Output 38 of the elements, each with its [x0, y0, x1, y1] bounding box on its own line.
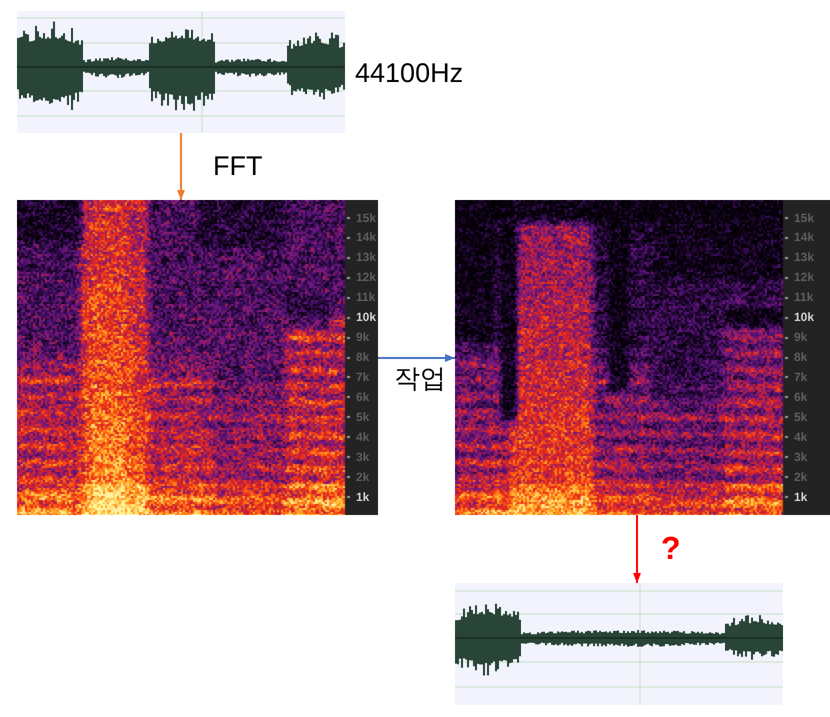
- axis-tick-label: 14k: [794, 231, 814, 244]
- axis-tick-label: 6k: [356, 390, 370, 403]
- axis-tick-label: 11k: [794, 291, 814, 304]
- axis-tick-label: 15k: [356, 212, 376, 224]
- axis-tick-label: 15k: [794, 212, 814, 224]
- spectrogram: [17, 200, 378, 515]
- node-caption: 44100Hz: [355, 60, 464, 87]
- axis-tick-label: 4k: [356, 430, 370, 443]
- axis-tick-label: 14k: [356, 231, 376, 244]
- axis-tick-label: 8k: [356, 351, 370, 363]
- axis-tick-label: 10k: [794, 311, 814, 324]
- axis-tick-label: 3k: [356, 450, 370, 463]
- axis-tick-label: 2k: [794, 470, 808, 483]
- axis-tick-label: 1k: [794, 490, 808, 502]
- axis-tick-label: 12k: [794, 271, 814, 284]
- arrow: [378, 354, 455, 362]
- axis-tick-label: 3k: [794, 450, 808, 463]
- axis-tick-label: 5k: [794, 410, 808, 423]
- axis-tick-label: 13k: [356, 251, 376, 264]
- axis-tick-label: 9k: [356, 331, 370, 344]
- waveform: [17, 11, 345, 133]
- axis-tick-label: 4k: [794, 430, 808, 443]
- arrow: [633, 515, 641, 583]
- axis-tick-label: 5k: [356, 410, 370, 423]
- axis-tick-label: 2k: [356, 470, 370, 483]
- axis-tick-label: 7k: [794, 370, 808, 383]
- arrow: [177, 133, 185, 200]
- axis-tick-label: 12k: [356, 271, 376, 284]
- axis-tick-label: 6k: [794, 390, 808, 403]
- axis-tick-label: 9k: [794, 331, 808, 344]
- axis-tick-label: 10k: [356, 311, 376, 324]
- waveform: [455, 583, 783, 705]
- axis-tick-label: 11k: [356, 291, 376, 304]
- axis-tick-label: 7k: [356, 370, 370, 383]
- spectrogram: [455, 200, 830, 515]
- axis-tick-label: 8k: [794, 351, 808, 363]
- axis-tick-label: 1k: [356, 490, 370, 502]
- axis-tick-label: 13k: [794, 251, 814, 264]
